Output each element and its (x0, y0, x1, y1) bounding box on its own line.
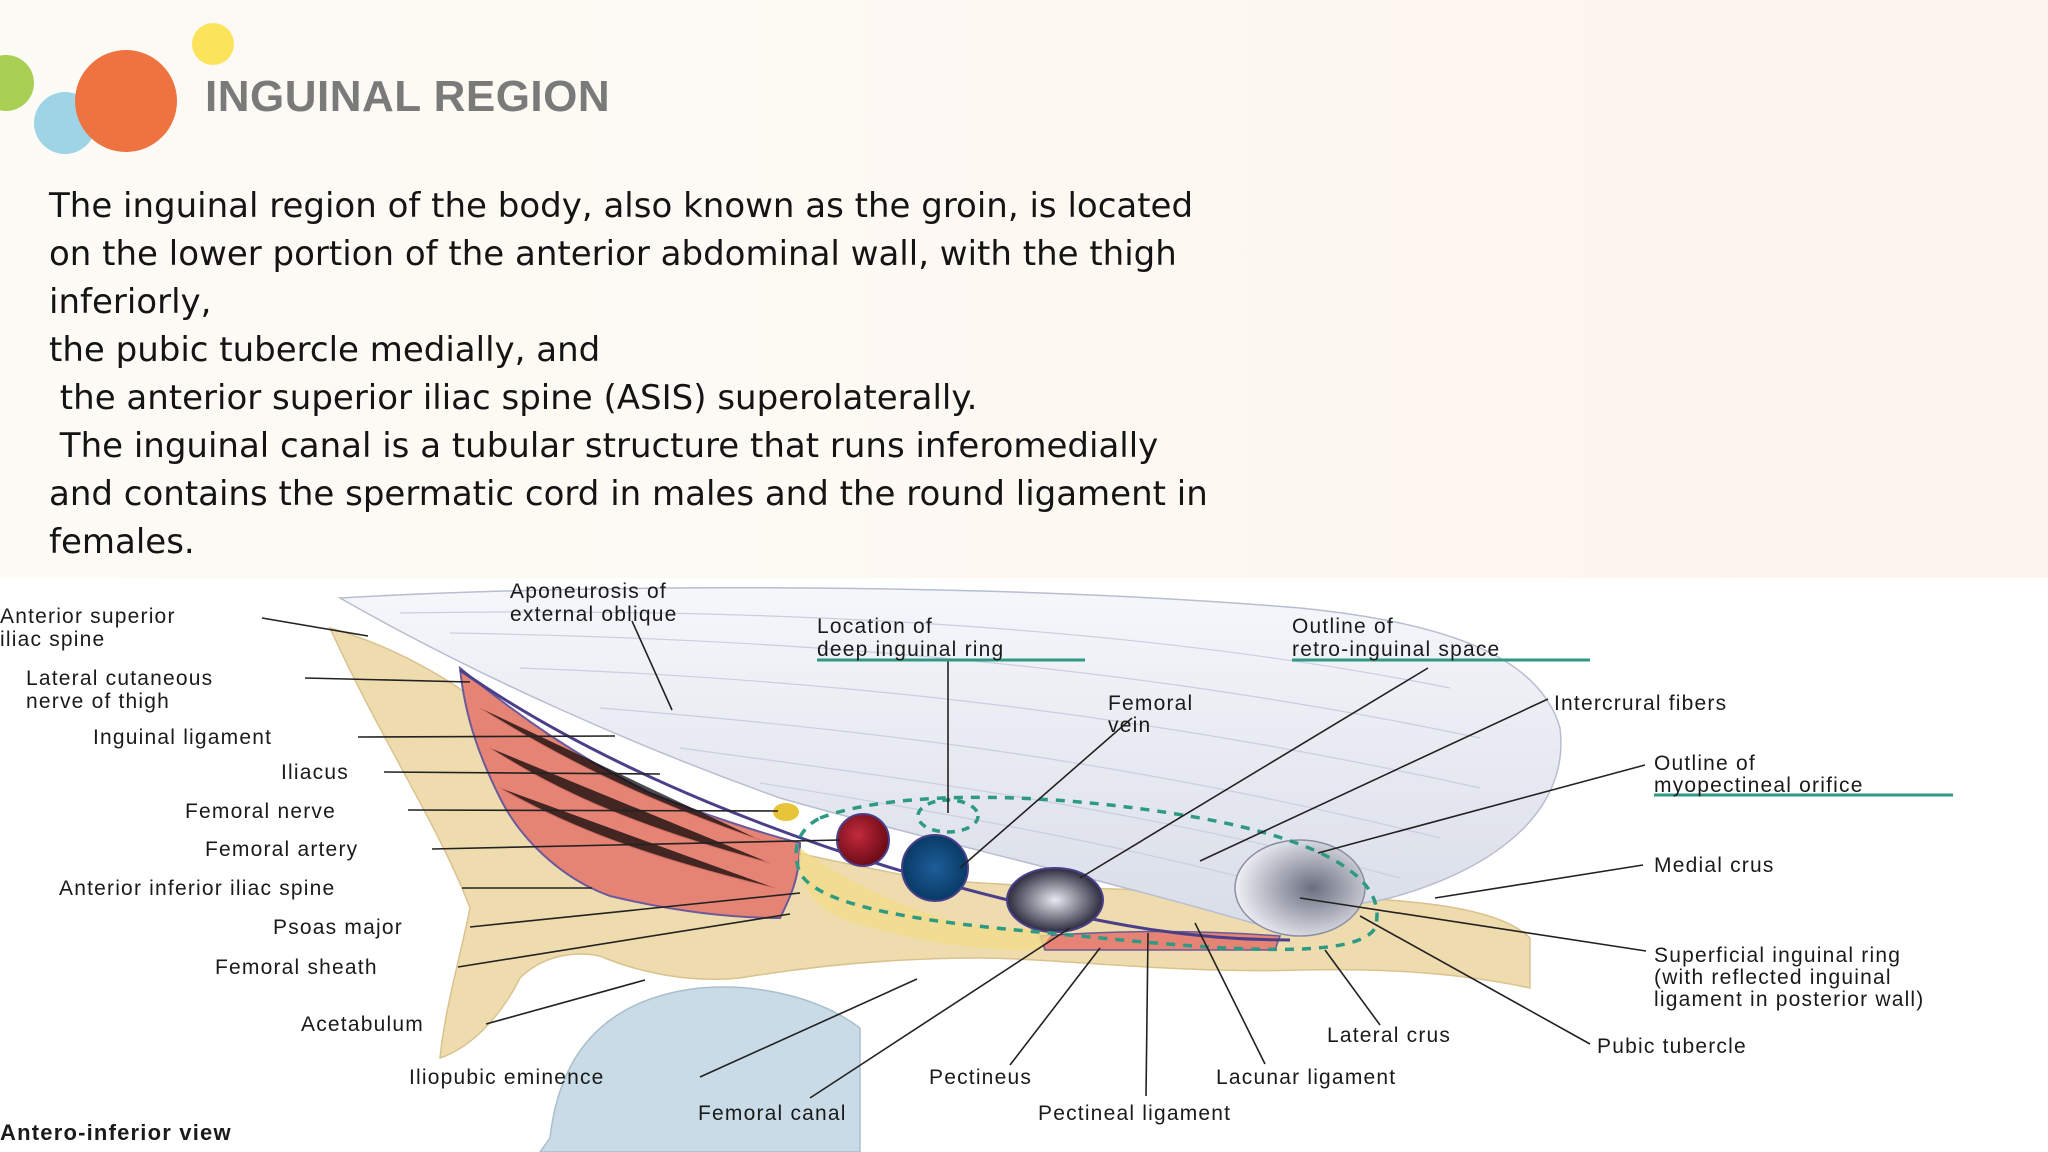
label-femoral-sheath: Femoral sheath (215, 956, 378, 979)
myopectineal-orifice-outline (794, 795, 1379, 952)
label-sir-1: Superficial inguinal ring (1654, 944, 1901, 967)
decor-circle-yellow (192, 23, 234, 65)
label-lateral-crus: Lateral crus (1327, 1024, 1451, 1047)
paragraph-line: the pubic tubercle medially, and (49, 330, 601, 370)
label-pectineus: Pectineus (929, 1066, 1032, 1089)
slide-title: INGUINAL REGION (205, 72, 611, 121)
paragraph-line: females. (49, 522, 195, 562)
inguinal-diagram: Anterior superior iliac spine Lateral cu… (0, 580, 1953, 1152)
label-lcn-1: Lateral cutaneous (26, 667, 213, 690)
label-view: Antero-inferior view (0, 1120, 232, 1145)
label-dir-1: Location of (817, 615, 933, 638)
label-iliacus: Iliacus (281, 761, 349, 784)
label-asis-1: Anterior superior (0, 605, 176, 628)
label-ris-1: Outline of (1292, 615, 1394, 638)
anatomy-figure: Anterior superior iliac spine Lateral cu… (0, 578, 2048, 1152)
femoral-artery-shape (836, 813, 890, 867)
label-pubic-tubercle: Pubic tubercle (1597, 1035, 1747, 1058)
label-femoral-vein-1: Femoral (1108, 692, 1193, 715)
label-asis-2: iliac spine (0, 628, 105, 651)
superficial-ring-shape (1234, 839, 1366, 937)
label-mpo-2: myopectineal orifice (1654, 774, 1864, 797)
label-mpo-1: Outline of (1654, 752, 1756, 775)
label-sir-2: (with reflected inguinal (1654, 966, 1892, 989)
label-dir-2: deep inguinal ring (817, 638, 1004, 661)
label-sir-3: ligament in posterior wall) (1654, 988, 1925, 1011)
label-medial-crus: Medial crus (1654, 854, 1775, 877)
label-inguinal-ligament: Inguinal ligament (93, 726, 272, 749)
label-lacunar-ligament: Lacunar ligament (1216, 1066, 1396, 1089)
fat-tissue (799, 848, 1060, 951)
label-lcn-2: nerve of thigh (26, 690, 170, 713)
paragraph-line: and contains the spermatic cord in males… (49, 474, 1208, 514)
label-aeo-2: external oblique (510, 603, 677, 626)
muscle-fibres (479, 707, 776, 889)
label-iliopubic-eminence: Iliopubic eminence (409, 1066, 605, 1089)
label-intercrural-fibers: Intercrural fibers (1554, 692, 1727, 715)
label-femoral-nerve: Femoral nerve (185, 800, 336, 823)
femoral-canal-shape (1006, 867, 1104, 933)
body-text: The inguinal region of the body, also kn… (49, 182, 1229, 566)
pectineus-muscle (1038, 930, 1282, 951)
label-ris-2: retro-inguinal space (1292, 638, 1500, 661)
label-femoral-vein-2: vein (1108, 714, 1151, 737)
paragraph-line: on the lower portion of the anterior abd… (49, 234, 1177, 274)
leader-lines (261, 617, 1647, 1099)
label-acetabulum: Acetabulum (301, 1013, 424, 1036)
paragraph-line: The inguinal canal is a tubular structur… (49, 426, 1159, 466)
decor-circle-orange (75, 50, 177, 152)
label-femoral-canal: Femoral canal (698, 1102, 847, 1125)
label-aiis: Anterior inferior iliac spine (59, 877, 335, 900)
femoral-vein-shape (901, 834, 969, 902)
label-aeo-1: Aponeurosis of (510, 580, 667, 603)
acetabulum-shape (539, 986, 861, 1152)
label-pectineal-ligament: Pectineal ligament (1038, 1102, 1231, 1125)
paragraph-line: the anterior superior iliac spine (ASIS)… (49, 378, 978, 418)
femoral-nerve-shape (773, 803, 799, 821)
label-psoas-major: Psoas major (273, 916, 403, 939)
label-femoral-artery: Femoral artery (205, 838, 358, 861)
paragraph-line: inferiorly, (49, 282, 212, 322)
paragraph-line: The inguinal region of the body, also kn… (49, 186, 1194, 226)
decor-circle-green (0, 55, 34, 111)
